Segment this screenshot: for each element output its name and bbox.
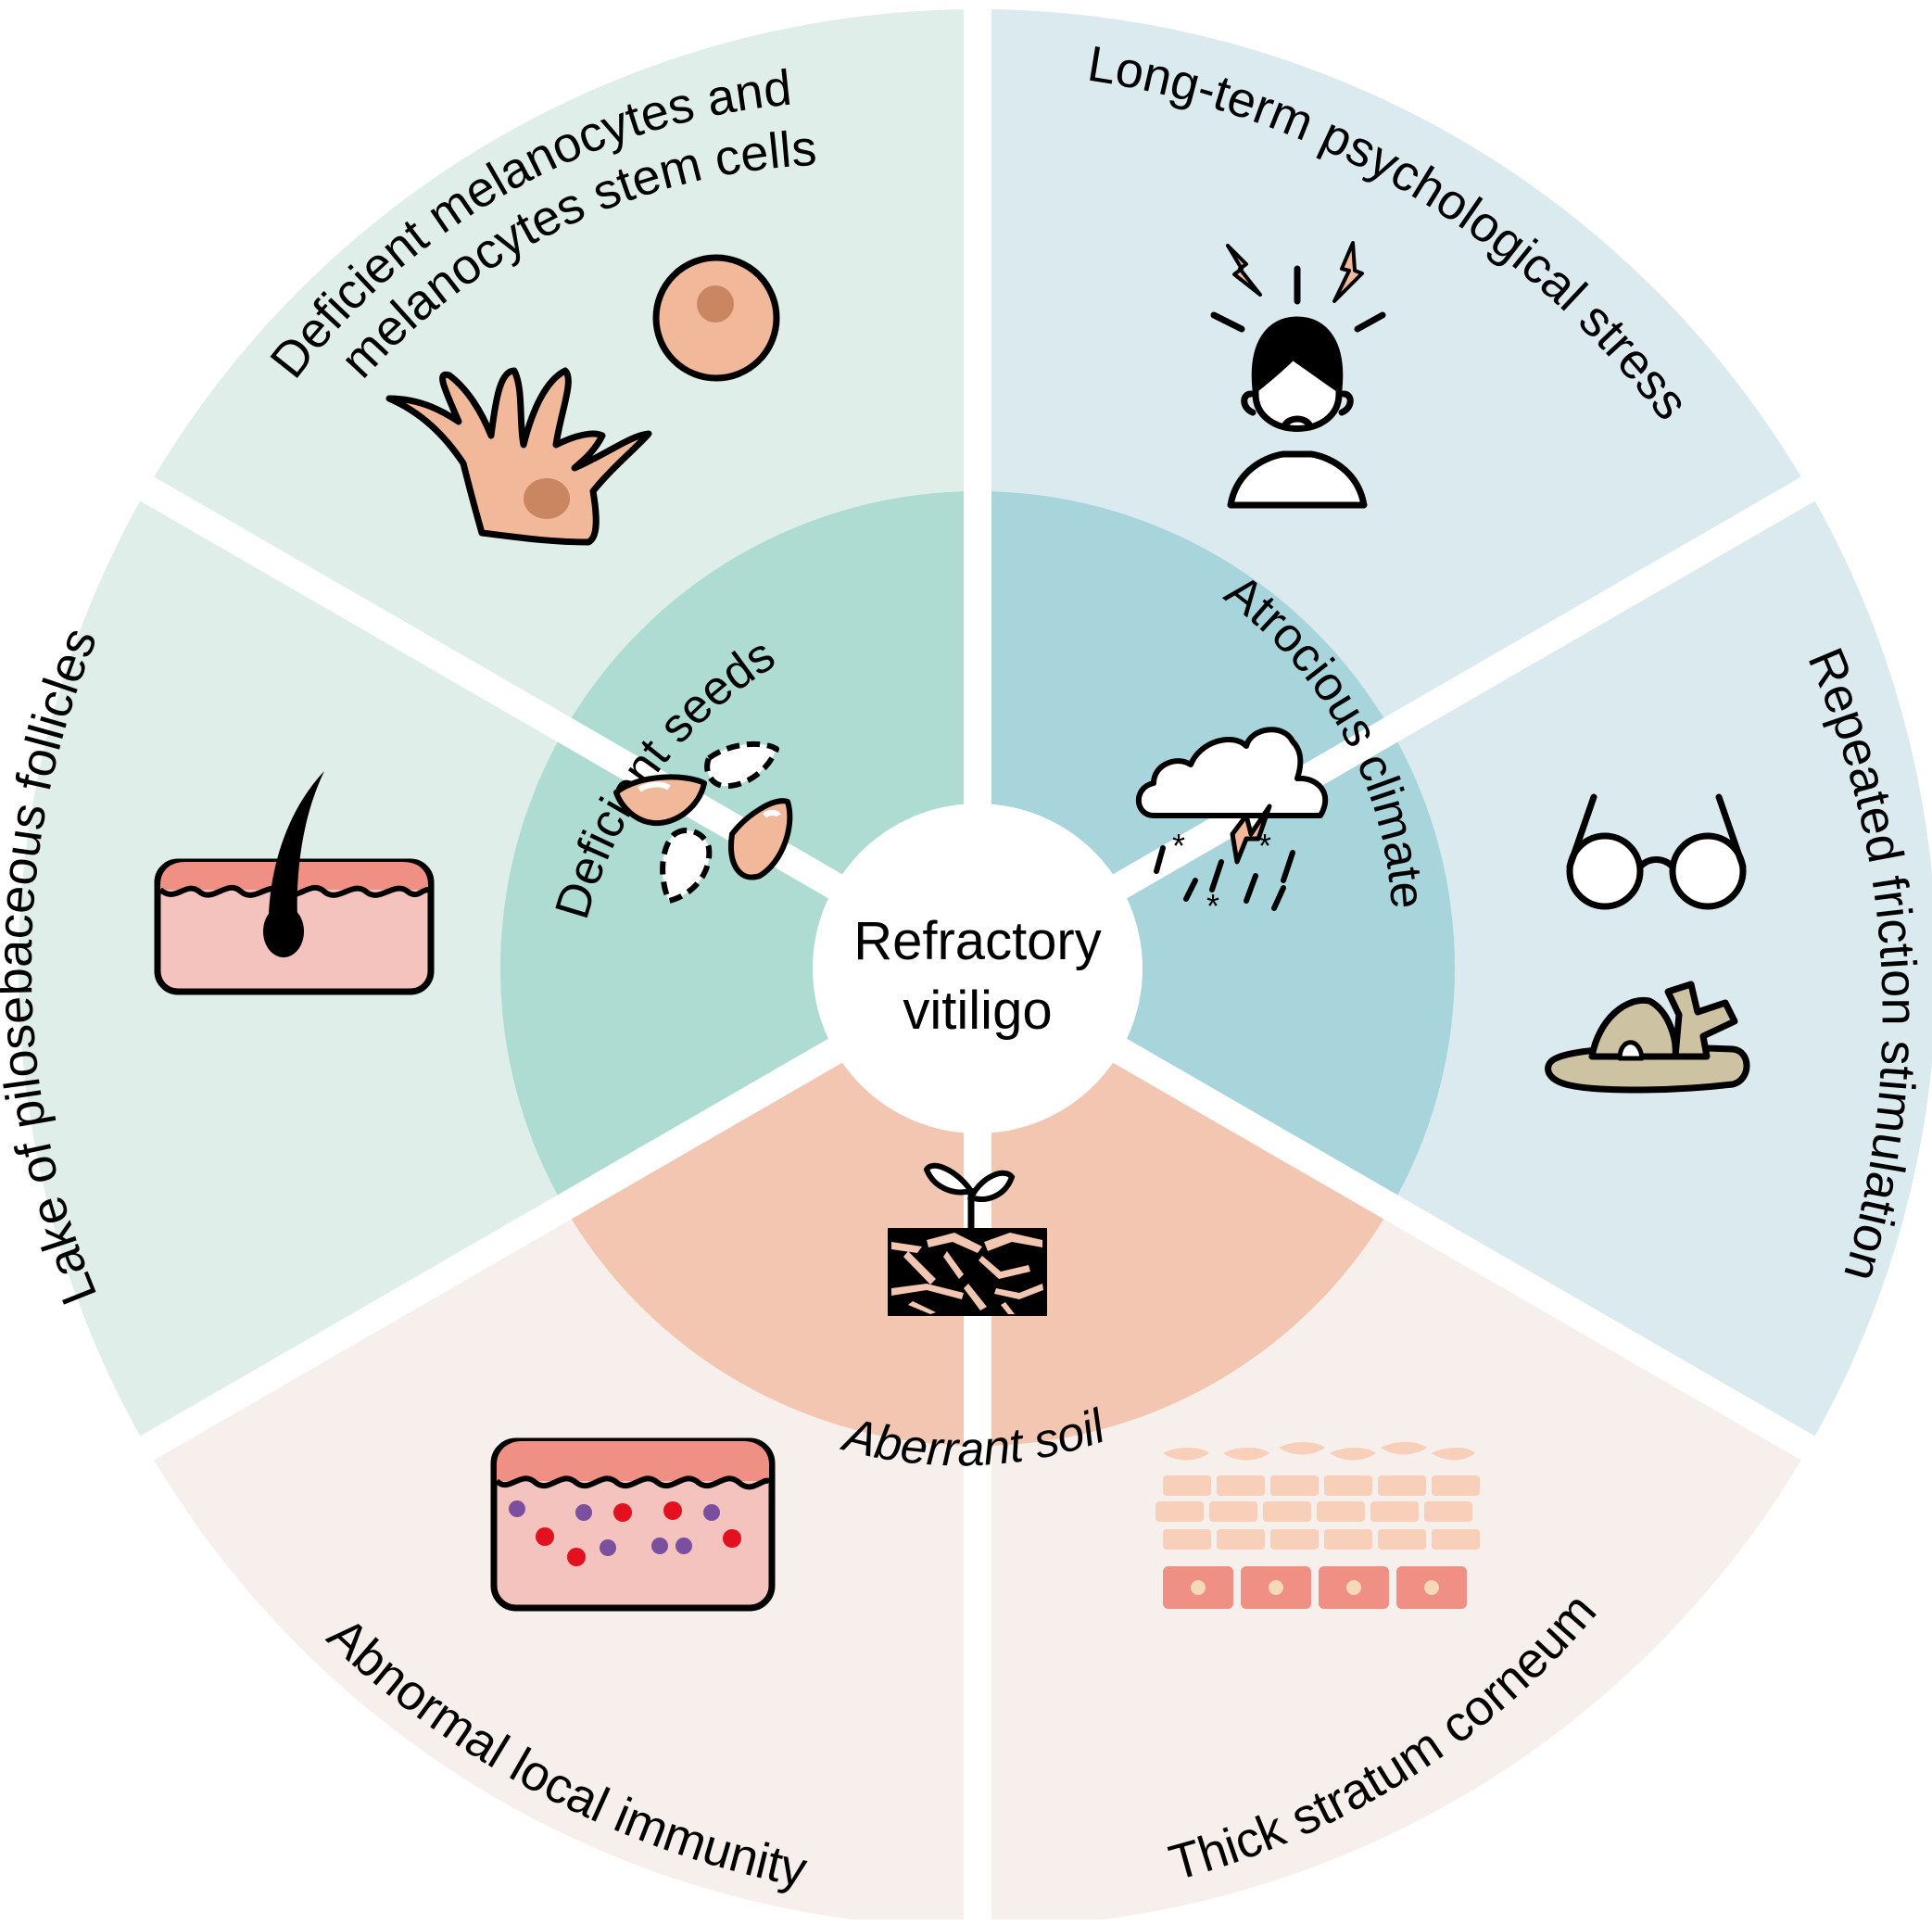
- immune-skin-icon: [490, 1437, 776, 1612]
- corneocyte-cell: [1432, 1529, 1480, 1550]
- corneocyte-cell: [1263, 1501, 1311, 1522]
- corneocyte-cell: [1424, 1501, 1472, 1522]
- melanocyte-icon: [385, 367, 652, 546]
- stratum-corneum-icon: [1155, 1442, 1480, 1609]
- snowflake-icon: *: [1258, 827, 1271, 865]
- center-label-line1: Refractory: [853, 911, 1102, 971]
- corneocyte-cell: [1378, 1475, 1426, 1496]
- corneocyte-cell: [1209, 1501, 1257, 1522]
- stem-cell-icon: [652, 254, 780, 382]
- glasses-icon: [1566, 793, 1747, 910]
- corneocyte-cell: [1378, 1529, 1426, 1550]
- corneocyte-cell: [1163, 1475, 1211, 1496]
- cell-nucleus: [1269, 1580, 1283, 1595]
- cell-nucleus: [1346, 1580, 1361, 1595]
- corneocyte-cell: [1270, 1529, 1319, 1550]
- corneocyte-cell: [1217, 1529, 1265, 1550]
- corneocyte-cell: [1317, 1501, 1365, 1522]
- corneocyte-cell: [1163, 1529, 1211, 1550]
- snowflake-icon: *: [1206, 887, 1219, 925]
- hair-follicle-skin-icon: [154, 771, 435, 995]
- snowflake-icon: *: [1172, 827, 1185, 865]
- stressed-person-icon: [1210, 241, 1386, 509]
- seeds-icon: [613, 740, 793, 904]
- cell-nucleus: [1191, 1580, 1206, 1595]
- corneocyte-cell: [1370, 1501, 1419, 1522]
- sector-follicles: [19, 488, 979, 1449]
- corneocyte-cell: [1432, 1475, 1480, 1496]
- storm-cloud-icon: * * *: [1135, 727, 1329, 925]
- center-circle: [813, 804, 1143, 1133]
- corneocyte-cell: [1270, 1475, 1319, 1496]
- corneocyte-cell: [1324, 1475, 1372, 1496]
- cell-nucleus: [1424, 1580, 1439, 1595]
- sandal-icon: [1545, 981, 1750, 1094]
- corneocyte-cell: [1155, 1501, 1204, 1522]
- sprout-soil-icon: [888, 1162, 1047, 1316]
- center-label-line2: vitiligo: [903, 981, 1052, 1041]
- immune-cell-dots: [509, 1500, 741, 1566]
- corneocyte-cell: [1324, 1529, 1372, 1550]
- corneocyte-cell: [1217, 1475, 1265, 1496]
